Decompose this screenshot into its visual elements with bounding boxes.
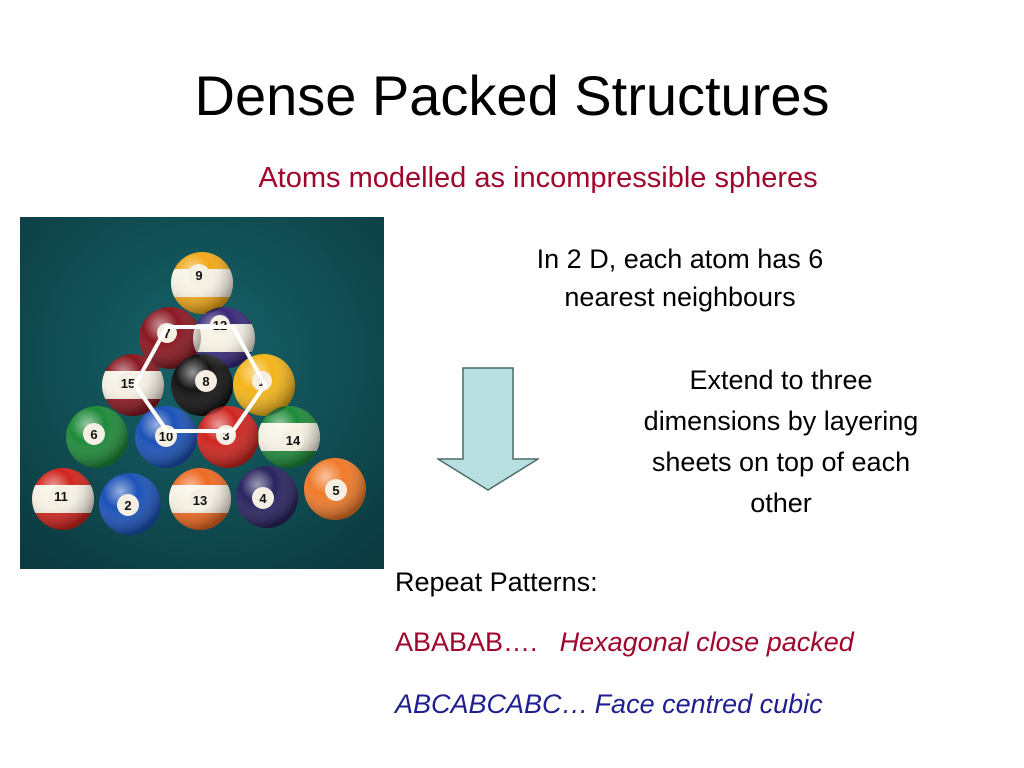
extend-3d-text: Extend to three dimensions by layering s… xyxy=(596,360,966,524)
hcp-pattern: ABABAB…. xyxy=(395,627,538,657)
extend-line-1: Extend to three xyxy=(689,365,873,395)
svg-text:4: 4 xyxy=(259,491,267,506)
two-d-line-2: nearest neighbours xyxy=(564,282,796,312)
hexagon-outline xyxy=(132,325,268,433)
down-arrow-icon xyxy=(437,367,539,491)
two-d-neighbours-text: In 2 D, each atom has 6 nearest neighbou… xyxy=(470,240,890,316)
repeat-patterns-heading: Repeat Patterns: xyxy=(395,567,598,597)
fcc-pattern: ABCABCABC… xyxy=(395,689,589,719)
fcc-name: Face centred cubic xyxy=(594,689,823,719)
billiard-balls-photo: 9 12 7 15 8 1 6 10 3 14 11 2 13 4 5 xyxy=(20,217,384,569)
svg-text:15: 15 xyxy=(121,376,135,391)
svg-text:7: 7 xyxy=(163,326,170,341)
two-d-line-1: In 2 D, each atom has 6 xyxy=(536,244,824,274)
svg-text:14: 14 xyxy=(286,433,301,448)
svg-text:11: 11 xyxy=(54,489,68,504)
slide-subtitle: Atoms modelled as incompressible spheres xyxy=(258,162,818,194)
repeat-row-fcc: ABCABCABC…Face centred cubic xyxy=(395,686,823,722)
svg-text:2: 2 xyxy=(124,498,131,513)
svg-text:9: 9 xyxy=(195,268,202,283)
svg-text:5: 5 xyxy=(332,483,339,498)
svg-text:8: 8 xyxy=(202,374,209,389)
repeat-row-hcp: ABABAB…. Hexagonal close packed xyxy=(395,624,854,660)
slide-title: Dense Packed Structures xyxy=(194,64,830,127)
extend-line-2: dimensions by layering xyxy=(643,406,919,436)
svg-text:13: 13 xyxy=(193,493,207,508)
svg-text:6: 6 xyxy=(90,427,97,442)
hcp-name: Hexagonal close packed xyxy=(559,627,854,657)
extend-line-3: sheets on top of each xyxy=(651,447,911,477)
extend-line-4: other xyxy=(750,488,812,518)
svg-text:3: 3 xyxy=(222,428,229,443)
